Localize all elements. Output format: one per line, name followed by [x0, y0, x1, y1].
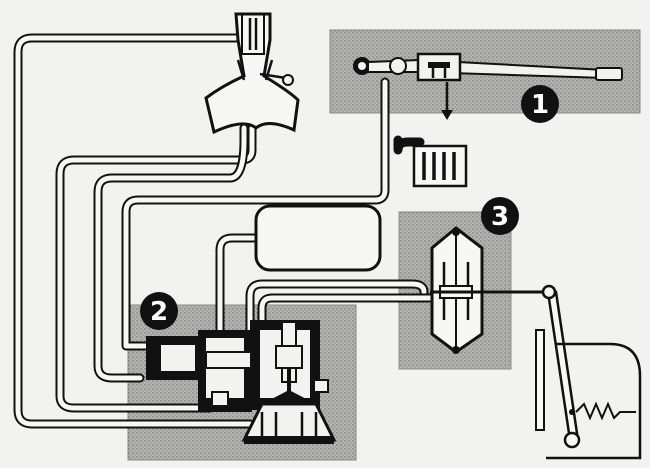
throttle-lever-switch: [353, 52, 623, 120]
badge-3: 3: [481, 197, 519, 235]
brake-pedal: [535, 284, 642, 460]
badge-2-label: 2: [150, 297, 168, 327]
pipework: [13, 33, 435, 429]
badge-3-label: 3: [491, 202, 509, 232]
badge-1-label: 1: [531, 90, 549, 120]
vacuum-reservoir: [254, 204, 382, 272]
brake-servo-cylinder: [430, 226, 548, 354]
badge-2: 2: [140, 292, 178, 330]
pipe-switch-to-connector: [393, 135, 425, 155]
badge-1: 1: [521, 85, 559, 123]
servo-valve-unit: [146, 320, 337, 444]
electrical-connector: [412, 144, 468, 188]
intake-manifold: [204, 12, 300, 135]
